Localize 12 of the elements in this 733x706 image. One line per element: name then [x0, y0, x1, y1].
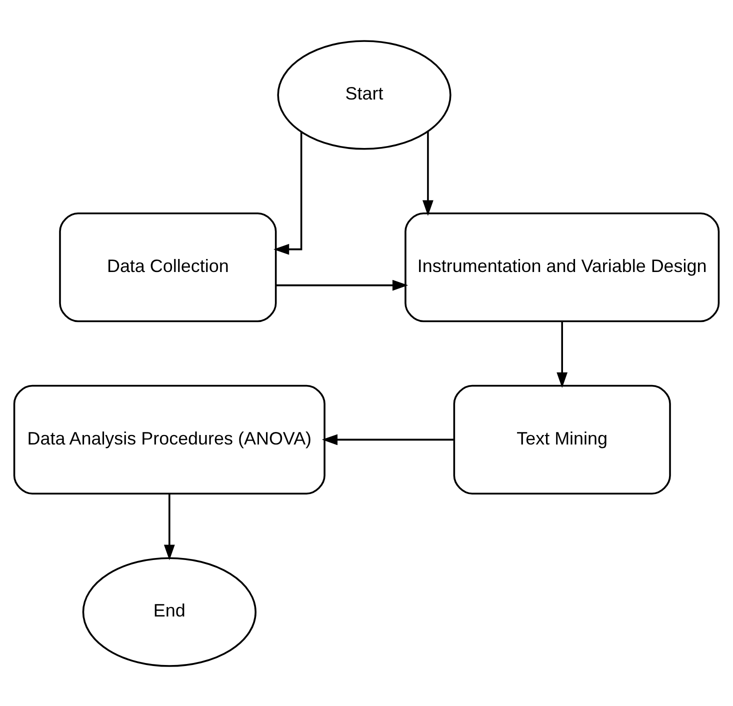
node-box: Instrumentation and Variable Design [404, 212, 720, 322]
arrow [422, 131, 434, 216]
arrow [556, 320, 568, 388]
node-box: Data Analysis Procedures (ANOVA) [13, 384, 326, 494]
arrow [322, 434, 454, 445]
arrow [276, 279, 408, 290]
arrow [273, 131, 302, 254]
node-ellipse: End [82, 556, 256, 666]
node-box: Text Mining [453, 384, 671, 494]
arrow [164, 493, 175, 560]
node-ellipse: Start [277, 40, 452, 150]
node-box: Data Collection [59, 212, 277, 322]
